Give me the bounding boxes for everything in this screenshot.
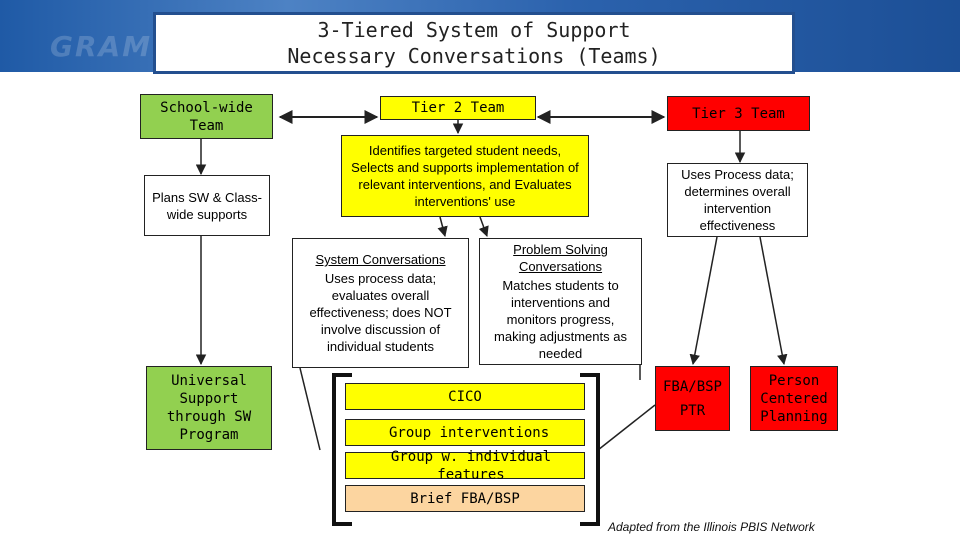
cico-box: CICO xyxy=(345,383,585,410)
tier3-description-box: Uses Process data; determines overall in… xyxy=(667,163,808,237)
title-box: 3-Tiered System of Support Necessary Con… xyxy=(153,12,795,74)
group-individual-box: Group w. individual features xyxy=(345,449,585,483)
system-conversations-body: Uses process data; evaluates overall eff… xyxy=(309,271,452,354)
fba-ptr-box: FBA/BSP PTR xyxy=(655,366,730,431)
fba-label: FBA/BSP xyxy=(662,378,722,395)
group-individual-label: Group w. individual features xyxy=(390,448,552,483)
credit-text: Adapted from the Illinois PBIS Network xyxy=(608,520,815,534)
plans-supports-label: Plans SW & Class-wide supports xyxy=(152,189,262,222)
line-system-bracket xyxy=(299,367,321,451)
system-conversations-title: System Conversations xyxy=(315,252,446,267)
plans-supports-box: Plans SW & Class-wide supports xyxy=(144,175,270,236)
tier2-team-box: Tier 2 Team xyxy=(380,96,536,120)
title-line-1: 3-Tiered System of Support xyxy=(317,18,631,42)
tier2-team-label: Tier 2 Team xyxy=(411,100,505,116)
person-centered-box: Person Centered Planning xyxy=(750,366,838,431)
system-conversations-box: System Conversations Uses process data; … xyxy=(292,238,469,368)
line-tier3-bracket xyxy=(597,404,656,451)
tier3-team-label: Tier 3 Team xyxy=(692,105,785,122)
schoolwide-team-label: School-wide Team xyxy=(160,99,253,134)
tier3-description: Uses Process data; determines overall in… xyxy=(681,167,794,233)
tier2-description-box: Identifies targeted student needs, Selec… xyxy=(341,135,589,217)
universal-support-label: Universal Support through SW Program xyxy=(166,373,252,443)
problem-solving-title: Problem Solving Conversations xyxy=(513,242,608,274)
right-bracket xyxy=(580,373,600,526)
title-line-2: Necessary Conversations (Teams) xyxy=(287,44,661,68)
ptr-label: PTR xyxy=(679,402,706,419)
problem-solving-box: Problem Solving Conversations Matches st… xyxy=(479,238,642,365)
group-interventions-label: Group interventions xyxy=(389,424,550,441)
person-centered-label: Person Centered Planning xyxy=(760,372,828,425)
brief-fba-label: Brief FBA/BSP xyxy=(410,490,520,507)
universal-support-box: Universal Support through SW Program xyxy=(146,366,272,450)
tier2-description: Identifies targeted student needs, Selec… xyxy=(351,143,579,209)
arrow-to-ps xyxy=(478,216,489,237)
arrow-tier3-fba xyxy=(689,236,718,366)
tier3-team-box: Tier 3 Team xyxy=(667,96,810,131)
cico-label: CICO xyxy=(448,388,482,405)
left-bracket xyxy=(332,373,352,526)
arrow-tier3-pcp xyxy=(759,236,788,366)
schoolwide-team-box: School-wide Team xyxy=(140,94,273,139)
arrow-to-system xyxy=(437,216,448,238)
group-interventions-box: Group interventions xyxy=(345,419,585,446)
brief-fba-box: Brief FBA/BSP xyxy=(345,485,585,512)
problem-solving-body: Matches students to interventions and mo… xyxy=(494,278,627,361)
